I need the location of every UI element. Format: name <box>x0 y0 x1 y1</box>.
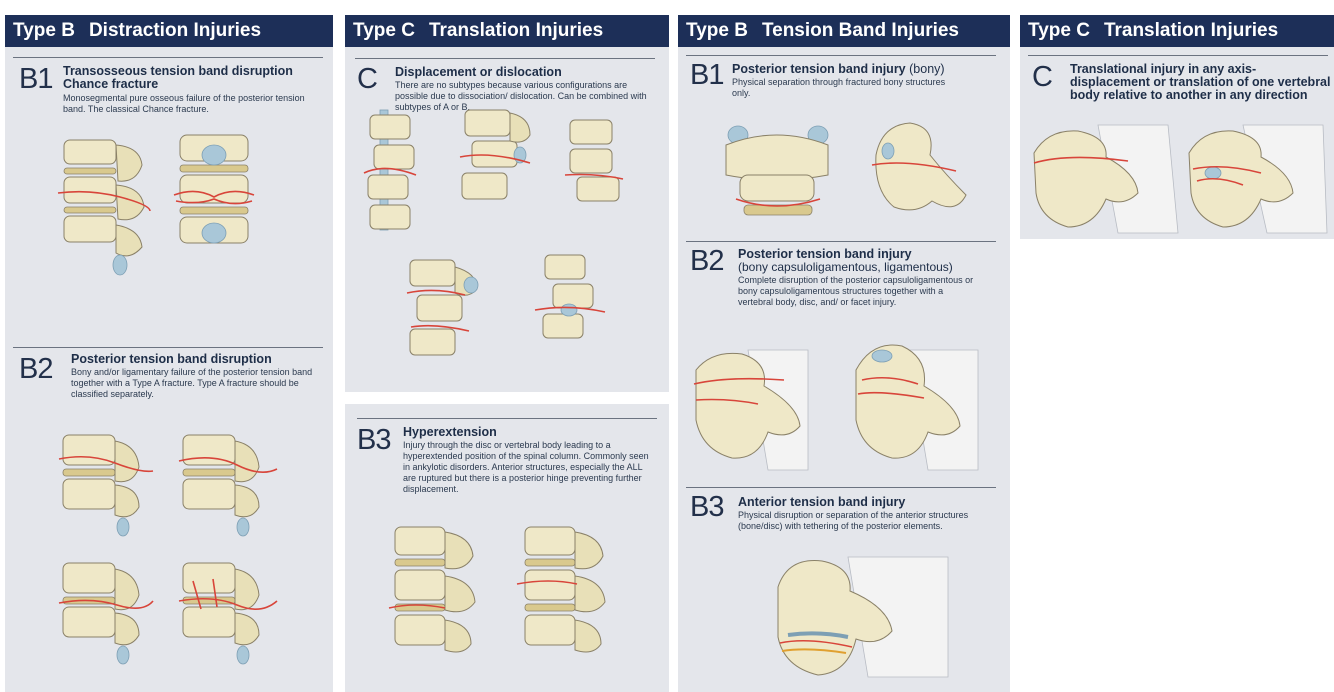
section-code: B1 <box>690 61 723 90</box>
chance-fracture-illustration <box>50 125 300 295</box>
section-title: Transosseous tension band disruption Cha… <box>63 65 325 91</box>
section-title: Translational injury in any axis-displac… <box>1070 63 1332 102</box>
panel-header: Type B Tension Band Injuries <box>678 15 1010 47</box>
section-description: Bony and/or ligamentary failure of the p… <box>71 367 316 400</box>
section-description: Complete disruption of the posterior cap… <box>738 275 978 308</box>
translational-injury-illustration <box>1028 123 1328 235</box>
section-description: Physical disruption or separation of the… <box>738 510 988 532</box>
title-main: Posterior tension band injury <box>732 62 906 76</box>
section-description: Monosegmental pure osseous failure of th… <box>63 93 313 115</box>
section-title: Displacement or dislocation <box>395 66 655 79</box>
section-divider <box>1028 55 1328 56</box>
header-type: Type B <box>13 20 75 41</box>
header-type: Type B <box>686 20 748 41</box>
header-title: Distraction Injuries <box>89 20 261 41</box>
panel-type-c-translation: Type C Translation Injuries C Displacemen… <box>345 15 669 392</box>
panel-type-b-tension-band: Type B Tension Band Injuries B1 Posterior… <box>678 15 1010 692</box>
section-divider <box>686 487 996 488</box>
panel-header: Type B Distraction Injuries <box>5 15 333 47</box>
header-type: Type C <box>1028 20 1090 41</box>
posterior-bony-injury-illustration <box>716 115 986 235</box>
panel-type-b-distraction: Type B Distraction Injuries B1 Transosseo… <box>5 15 333 692</box>
section-code: B3 <box>357 426 390 455</box>
section-divider <box>355 58 655 59</box>
section-code: B2 <box>19 355 52 384</box>
header-type: Type C <box>353 20 415 41</box>
panel-type-c-translation-2: Type C Translation Injuries C Translation… <box>1020 15 1334 239</box>
section-description: Physical separation through fractured bo… <box>732 77 952 99</box>
section-code: B3 <box>690 493 723 522</box>
section-description: Injury through the disc or vertebral bod… <box>403 440 653 495</box>
dislocation-illustration <box>360 105 660 385</box>
section-divider <box>686 241 996 242</box>
section-code: B1 <box>19 65 52 94</box>
header-title: Tension Band Injuries <box>762 20 959 41</box>
section-code: B2 <box>690 247 723 276</box>
posterior-disruption-illustration <box>53 423 293 683</box>
section-divider <box>686 55 996 56</box>
anterior-tension-band-illustration <box>768 547 968 687</box>
panel-header: Type C Translation Injuries <box>1020 15 1334 47</box>
section-code: C <box>357 65 377 94</box>
title-suffix: (bony) <box>909 62 944 76</box>
section-title: Posterior tension band disruption <box>71 353 321 366</box>
section-title: Hyperextension <box>403 426 643 439</box>
hyperextension-illustration <box>385 522 645 682</box>
section-divider <box>13 347 323 348</box>
header-title: Translation Injuries <box>429 20 603 41</box>
title-line-2: Chance fracture <box>63 78 325 91</box>
panel-header: Type C Translation Injuries <box>345 15 669 47</box>
section-subtitle: (bony capsuloligamentous, ligamentous) <box>738 261 1003 274</box>
panel-hyperextension: B3 Hyperextension Injury through the dis… <box>345 404 669 692</box>
section-divider <box>13 57 323 58</box>
section-title: Posterior tension band injury (bony) <box>732 63 1002 76</box>
section-divider <box>357 418 657 419</box>
section-title: Anterior tension band injury <box>738 496 978 509</box>
header-title: Translation Injuries <box>1104 20 1278 41</box>
posterior-capsuloligamentous-illustration <box>688 340 988 480</box>
section-code: C <box>1032 63 1052 92</box>
